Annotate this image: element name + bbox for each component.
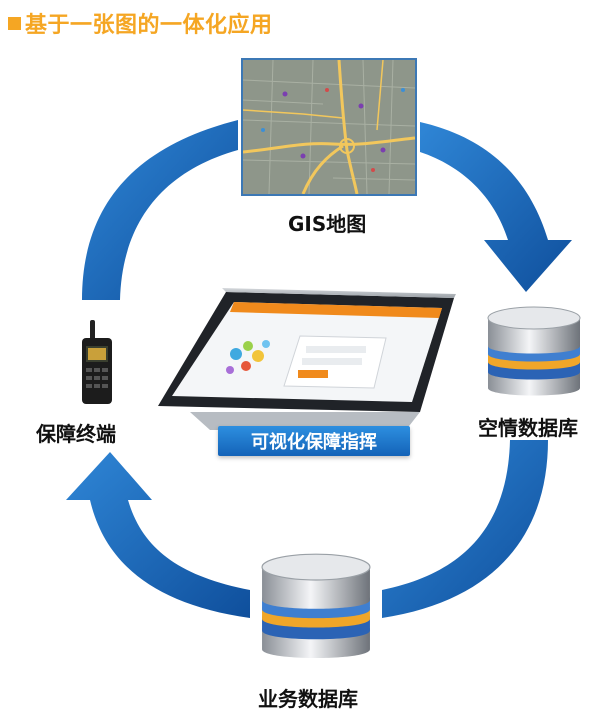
walkie-talkie-icon [80, 320, 114, 406]
command-monitor [150, 284, 460, 438]
business-database [257, 546, 375, 672]
airspace-database [484, 300, 584, 408]
airspace-database-label: 空情数据库 [478, 412, 578, 441]
database-icon [257, 546, 375, 668]
monitor-icon [150, 284, 460, 434]
terminal-label: 保障终端 [36, 418, 116, 447]
arrow-terminal-to-gis [82, 120, 238, 300]
arrow-gis-to-airspace [420, 122, 572, 292]
center-banner: 可视化保障指挥 [218, 426, 410, 456]
arrow-airspace-to-business [382, 440, 548, 618]
gis-map-label: GIS地图 [288, 208, 366, 237]
business-database-label: 业务数据库 [258, 683, 358, 712]
gis-map-image [241, 58, 417, 196]
database-icon [484, 300, 584, 404]
map-icon [243, 60, 415, 194]
terminal-device [80, 320, 114, 410]
arrow-business-to-terminal [66, 452, 250, 618]
